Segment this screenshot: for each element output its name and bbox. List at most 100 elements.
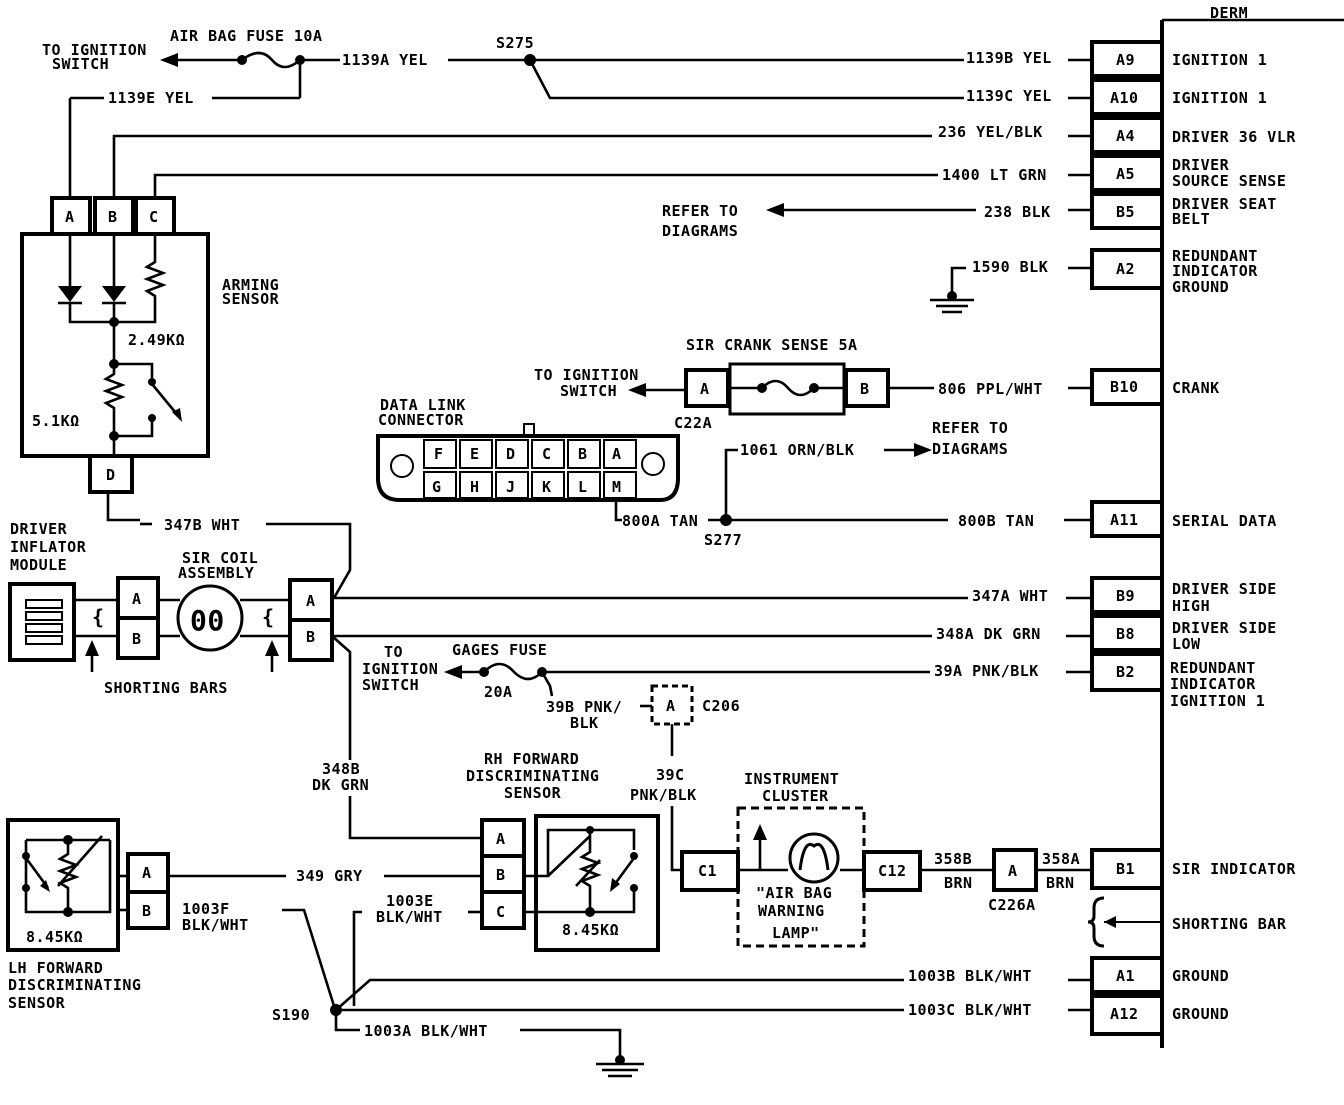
arming-pin-b: B [108,208,118,226]
driver-inflator-label-3: MODULE [10,556,67,574]
coil-symbol: 00 [190,604,225,637]
wire-1061-label: 1061 ORN/BLK [740,441,854,459]
ic-c1: C1 [698,862,717,880]
derm-label-a9: IGNITION 1 [1172,51,1267,69]
to-ignition-1b: SWITCH [52,55,109,73]
dlc-label-1: DATA LINK [380,396,466,414]
c226a-label: C226A [988,896,1036,914]
derm-pin-a10: A10 IGNITION 1 1139C YEL [966,78,1267,116]
splice-s275: S275 [496,34,534,52]
derm-pin-b1: B1 SIR INDICATOR [1090,848,1296,890]
wire-1003a: 1003A BLK/WHT [364,1022,488,1040]
to-ignition-3a: TO [384,643,403,661]
wire-348b-1: 348B [322,760,360,778]
lh-resistance: 8.45KΩ [26,928,83,946]
arming-sensor: A B C ARMING SENSOR 2.49KΩ 5.1KΩ D [20,196,280,522]
rh-resistance: 8.45KΩ [562,921,619,939]
svg-text:B: B [860,380,870,398]
arming-r1: 2.49KΩ [128,331,185,349]
to-ignition-2b: SWITCH [560,382,617,400]
data-link-connector: DATA LINK CONNECTOR F E D C B A G H J K … [376,396,1092,549]
derm-label-b8-2: LOW [1172,635,1201,653]
wire-348a: 348A DK GRN [936,625,1041,643]
wire-348b-2: DK GRN [312,776,369,794]
ic-label-1: INSTRUMENT [744,770,839,788]
air-bag-fuse: AIR BAG FUSE 10A TO IGNITION SWITCH 1139… [42,27,1092,198]
wire-1139c: 1139C YEL [966,87,1052,105]
svg-text:B10: B10 [1110,378,1139,396]
instrument-cluster: INSTRUMENT CLUSTER C1 C12 "AIR BAG WARNI… [680,770,922,948]
svg-text:G: G [432,478,442,496]
dlc-label-2: CONNECTOR [378,411,464,429]
rh-label-1: RH FORWARD [484,750,579,768]
to-ignition-1a: TO IGNITION [42,41,147,59]
svg-text:A: A [142,864,152,882]
bracket-1: { [92,605,105,629]
derm-label-a2-3: GROUND [1172,278,1229,296]
derm-label-a1: GROUND [1172,967,1229,985]
wire-358b-2: BRN [944,874,973,892]
derm-label-a12: GROUND [1172,1005,1229,1023]
derm-label-a2-2: INDICATOR [1172,262,1258,280]
derm-label-a5-1: DRIVER [1172,156,1230,174]
svg-text:J: J [506,478,516,496]
bracket-2: { [262,605,275,629]
driver-inflator-label-1: DRIVER [10,520,68,538]
wire-347a: 347A WHT [972,587,1048,605]
svg-text:F: F [434,445,444,463]
derm-pin-b8: B8 DRIVER SIDE LOW 348A DK GRN [936,614,1277,653]
arming-pin-d: D [106,466,116,484]
splice-s277: S277 [704,531,742,549]
to-ignition-3c: SWITCH [362,676,419,694]
sir-coil-assembly: SIR COIL ASSEMBLY A B 00 { A B SHORTING … [85,549,334,697]
wire-800b: 800B TAN [958,512,1034,530]
svg-text:B2: B2 [1116,663,1135,681]
derm-label-b2-2: INDICATOR [1170,675,1256,693]
svg-text:B: B [132,630,142,648]
derm-label-a11: SERIAL DATA [1172,512,1277,530]
wire-238: 238 BLK [984,203,1051,221]
crank-connector: C22A [674,414,712,432]
derm-label-b8-1: DRIVER SIDE [1172,619,1277,637]
rh-forward-sensor: RH FORWARD DISCRIMINATING SENSOR A B C 8… [352,750,660,1006]
c226a-pin: A [1008,862,1018,880]
ic-label-2: CLUSTER [762,787,829,805]
gages-fuse-rating: 20A [484,683,513,701]
derm-label-b1: SIR INDICATOR [1172,860,1296,878]
derm-pin-a12: A12 GROUND 1003C BLK/WHT [908,994,1229,1036]
ground-splice-s190: S190 1003A BLK/WHT [272,978,1092,1078]
wire-39a: 39A PNK/BLK [934,662,1039,680]
wire-347b: 347B WHT [164,516,240,534]
wire-349: 349 GRY [296,867,363,885]
wire-358b-1: 358B [934,850,972,868]
derm-label-b10: CRANK [1172,379,1220,397]
wire-358a-1: 358A [1042,850,1080,868]
arming-sensor-label-2: SENSOR [222,290,280,308]
svg-text:B5: B5 [1116,203,1135,221]
sir-indicator-path: 358B BRN A C226A 358A BRN [920,848,1092,914]
driver-side-wires: 348B DK GRN [312,596,1092,840]
svg-text:A4: A4 [1116,127,1135,145]
lh-forward-sensor: 8.45KΩ A B 349 GRY 1003F BLK/WHT LH FORW… [6,818,482,1012]
wire-1139e: 1139E YEL [108,89,194,107]
lh-label-1: LH FORWARD [8,959,103,977]
ic-lamp-1: "AIR BAG [756,884,832,902]
derm-pin-b10: B10 CRANK 806 PPL/WHT [938,368,1220,406]
svg-text:A1: A1 [1116,967,1135,985]
wire-39b-2: BLK [570,714,599,732]
c206-label: C206 [702,697,740,715]
ic-lamp-2: WARNING [758,902,825,920]
derm-pin-a9: A9 IGNITION 1 1139B YEL [966,40,1267,78]
wire-358a-2: BRN [1046,874,1075,892]
dlc-bottom-pins: G H J K L M [423,471,637,499]
rh-label-3: SENSOR [504,784,562,802]
derm-label-a5-2: SOURCE SENSE [1172,172,1286,190]
derm-label-b9-2: HIGH [1172,597,1210,615]
wire-1139b: 1139B YEL [966,49,1052,67]
svg-text:A: A [132,590,142,608]
derm-pin-a2: A2 REDUNDANT INDICATOR GROUND 1590 BLK [972,247,1258,296]
lh-label-2: DISCRIMINATING [8,976,141,994]
wire-1590: 1590 BLK [972,258,1048,276]
wire-1139a: 1139A YEL [342,51,428,69]
